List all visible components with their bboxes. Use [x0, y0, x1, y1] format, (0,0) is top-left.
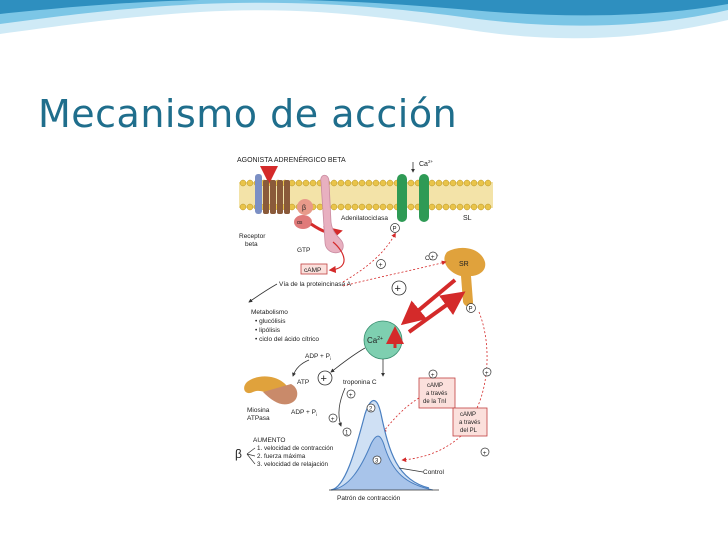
troponin-label: troponina C — [343, 379, 377, 386]
svg-text:+: + — [395, 283, 401, 295]
svg-text:3: 3 — [375, 459, 379, 465]
g-protein: β αs — [294, 199, 313, 229]
svg-text:+: + — [349, 392, 353, 399]
myosin-label-2: ATPasa — [247, 415, 270, 422]
svg-text:cAMP: cAMP — [460, 412, 476, 418]
plus-icon-2 — [391, 280, 407, 296]
svg-text:αs: αs — [297, 220, 303, 226]
channel-phospho-icon — [390, 223, 400, 233]
svg-text:P: P — [469, 307, 473, 313]
increase-item-3: 3. velocidad de relajación — [257, 461, 329, 468]
metabolism-item-2: • lipólisis — [255, 327, 281, 334]
camp-tni-box — [418, 377, 456, 409]
label-1-circle — [342, 427, 352, 437]
adp-arrow — [292, 359, 310, 377]
adp-pi-bottom-label: ADP + Pi — [291, 409, 317, 417]
camp-label: cAMP — [304, 267, 321, 274]
metabolism-item-3: • ciclo del ácido cítrico — [255, 336, 319, 343]
ca-top-label: Ca2+ — [419, 159, 433, 168]
receptor-label-1: Receptor — [239, 233, 266, 240]
adp-pi-top-label: ADP + Pi — [305, 353, 331, 361]
svg-text:+: + — [331, 416, 335, 423]
metabolism-title: Metabolismo — [251, 309, 288, 316]
sl-label: SL — [463, 215, 472, 222]
calcium-channel — [397, 174, 429, 222]
svg-text:P: P — [393, 227, 397, 233]
pka-to-metabolism-path — [248, 283, 278, 303]
pl-to-curve-path — [401, 435, 462, 463]
svg-text:β: β — [302, 205, 306, 212]
slide-title: Mecanismo de acción — [38, 92, 458, 136]
adenylate-label: Adenilatociclasa — [341, 215, 388, 222]
ca-release-arrow — [400, 278, 457, 326]
increase-title: AUMENTO — [253, 437, 285, 444]
header-wave-decoration — [0, 0, 728, 39]
svg-text:1: 1 — [345, 431, 349, 437]
svg-text:del PL: del PL — [460, 428, 478, 434]
svg-text:a través: a través — [426, 391, 447, 397]
receptor-label-2: beta — [245, 241, 258, 248]
atp-label: ATP — [297, 379, 309, 386]
control-label: Control — [423, 469, 445, 476]
plus-icon-adp — [328, 413, 338, 423]
beta-receptor — [255, 174, 290, 214]
svg-text:cAMP: cAMP — [427, 383, 443, 389]
svg-text:+: + — [431, 372, 435, 379]
plus-icon-atp — [317, 370, 333, 386]
plus-icon-3 — [428, 251, 438, 261]
contraction-curve — [329, 399, 439, 491]
increase-item-2: 2. fuerza máxima — [257, 453, 306, 460]
beta-adrenergic-diagram: AGONISTA ADRENÉRGICO BETA Receptor beta … — [233, 152, 498, 504]
ca-center-label: Ca2+ — [367, 336, 383, 345]
pka-to-sr-path — [342, 260, 447, 287]
svg-text:+: + — [431, 254, 435, 261]
label-2-circle — [366, 403, 376, 413]
plus-icon-1 — [376, 259, 386, 269]
camp-pl-box — [452, 407, 488, 437]
svg-text:+: + — [321, 373, 327, 385]
label-3-circle — [372, 455, 382, 465]
contraction-pattern-label: Patrón de contracción — [337, 495, 401, 502]
svg-text:de la TnI: de la TnI — [423, 399, 447, 405]
pka-pathway-label: Vía de la proteincinasa A — [279, 281, 352, 288]
sr-phospho-icon — [466, 303, 476, 313]
sr-to-pl-path — [476, 311, 488, 409]
sr-label: SR — [459, 261, 469, 268]
beta-brace — [246, 447, 256, 465]
svg-text:+: + — [379, 262, 383, 269]
sarcoplasmic-reticulum — [444, 247, 486, 307]
ca-to-atp-path — [330, 347, 366, 373]
increase-item-1: 1. velocidad de contracción — [257, 445, 334, 452]
plus-icon-tni — [428, 369, 438, 379]
adenylate-cyclase — [320, 174, 344, 254]
troponin-to-curve-path — [338, 387, 346, 427]
plus-icon-pl — [480, 447, 490, 457]
camp-box — [300, 263, 328, 275]
plus-icon-troponin — [346, 389, 356, 399]
svg-text:+: + — [483, 450, 487, 457]
ca-uptake-arrow — [407, 291, 466, 334]
agonist-label: AGONISTA ADRENÉRGICO BETA — [237, 155, 346, 164]
svg-text:2: 2 — [369, 407, 373, 413]
control-pointer — [398, 467, 424, 473]
svg-text:+: + — [485, 370, 489, 377]
camp-arrow — [328, 241, 345, 274]
myosin-atpase-illustration — [244, 376, 298, 405]
myosin-label-1: Miosina — [247, 407, 270, 414]
metabolism-item-1: • glucólisis — [255, 318, 286, 325]
gtp-label: GTP — [297, 247, 310, 254]
plus-icon-right — [482, 367, 492, 377]
pka-to-channel-path — [342, 232, 396, 283]
svg-text:a través: a través — [459, 420, 480, 426]
tni-to-curve-path — [381, 397, 420, 434]
beta-symbol: β — [235, 447, 242, 461]
